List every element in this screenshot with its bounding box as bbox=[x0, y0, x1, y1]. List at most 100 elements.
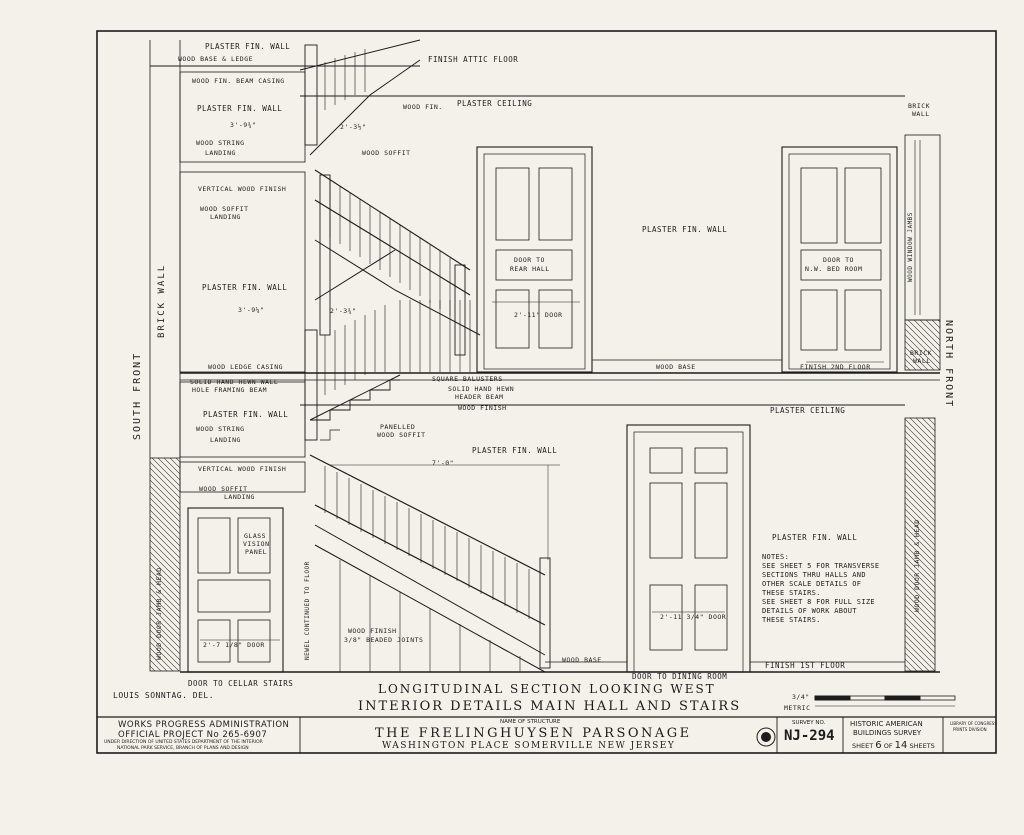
door-cellar-frame bbox=[187, 507, 284, 673]
vertical-wood-finish-label: VERTICAL WOOD FINISH bbox=[198, 185, 287, 193]
door-rear-hall-frame bbox=[476, 146, 593, 373]
plaster-wall-2-label: PLASTER FIN. WALL bbox=[197, 104, 283, 113]
structure-location: WASHINGTON PLACE SOMERVILLE NEW JERSEY bbox=[382, 741, 676, 751]
north-front-label: NORTH FRONT bbox=[943, 320, 954, 409]
vertical-wood-finish-low-label: VERTICAL WOOD FINISH bbox=[198, 465, 287, 473]
dim-door-cellar: 2'-7 1/8" DOOR bbox=[203, 641, 265, 649]
wpa-line-2: OFFICIAL PROJECT No 265-6907 bbox=[118, 730, 268, 740]
solid-hand-hewn-wall-label: SOLID HAND HEWN WALL bbox=[190, 378, 279, 386]
panel-label: PANEL bbox=[245, 548, 268, 556]
brick-wall-left-label: BRICK WALL bbox=[157, 263, 167, 338]
door-nw-label-1: DOOR TO bbox=[823, 256, 854, 264]
finish-attic-floor-label: FINISH ATTIC FLOOR bbox=[428, 55, 519, 64]
wood-base-upper-label: WOOD BASE bbox=[656, 363, 696, 371]
newel-continued-label: NEWEL CONTINUED TO FLOOR bbox=[304, 561, 311, 660]
section-title: LONGITUDINAL SECTION LOOKING WEST bbox=[378, 682, 716, 696]
notes-line: THESE STAIRS. bbox=[762, 589, 821, 597]
sheet-word: SHEET bbox=[852, 742, 874, 750]
panelled-label: PANELLED bbox=[380, 423, 416, 431]
brick-wall-top-1: BRICK bbox=[908, 102, 931, 110]
hole-framing-beam-label: HOLE FRAMING BEAM bbox=[192, 386, 268, 394]
name-of-structure-label: NAME OF STRUCTURE bbox=[500, 719, 561, 725]
wpa-line-1: WORKS PROGRESS ADMINISTRATION bbox=[118, 720, 290, 730]
metric-label: METRIC bbox=[784, 704, 811, 712]
wood-base-ledge-label: WOOD BASE & LEDGE bbox=[178, 55, 254, 63]
survey-no-label: SURVEY NO. bbox=[792, 720, 826, 726]
sheet-count: SHEET 6 OF 14 SHEETS bbox=[852, 740, 935, 751]
plaster-ceiling-top-label: PLASTER CEILING bbox=[457, 99, 533, 108]
wood-base-low-label: WOOD BASE bbox=[562, 656, 602, 664]
landing-2-label: LANDING bbox=[210, 213, 241, 221]
wood-soffit-label: WOOD SOFFIT bbox=[377, 431, 426, 439]
upper-plaster-wall-label: PLASTER FIN. WALL bbox=[205, 42, 291, 51]
wood-door-jamb-right-label: WOOD DOOR JAMB & HEAD bbox=[913, 519, 921, 612]
door-to-cellar-label: DOOR TO CELLAR STAIRS bbox=[188, 679, 294, 688]
wood-finish-low-label: WOOD FINISH bbox=[348, 627, 397, 635]
wood-ledge-casing-label: WOOD LEDGE CASING bbox=[208, 363, 284, 371]
dim-2-3-3-4: 2'-3¾" bbox=[330, 307, 357, 315]
wpa-line-4: NATIONAL PARK SERVICE, BRANCH OF PLANS A… bbox=[117, 746, 249, 751]
landing-top-label: LANDING bbox=[205, 149, 236, 157]
sheet-number: 6 bbox=[875, 740, 882, 751]
notes-line: SEE SHEET 8 FOR FULL SIZE bbox=[762, 598, 875, 606]
dim-door-dining: 2'-11 3/4" DOOR bbox=[660, 613, 727, 621]
south-front-label: SOUTH FRONT bbox=[132, 351, 143, 440]
door-to-dining-label: DOOR TO DINING ROOM bbox=[632, 672, 728, 681]
wood-string-label: WOOD STRING bbox=[196, 139, 245, 147]
dim-3-9-3-4: 3'-9¾" bbox=[230, 121, 257, 129]
dim-7-0: 7'-0" bbox=[432, 459, 455, 467]
structure-name: THE FRELINGHUYSEN PARSONAGE bbox=[375, 726, 692, 741]
plaster-wall-mid-label: PLASTER FIN. WALL bbox=[202, 283, 288, 292]
wood-finish-label: WOOD FINISH bbox=[458, 404, 507, 412]
habs-line-1: HISTORIC AMERICAN bbox=[850, 720, 923, 728]
notes-line: SEE SHEET 5 FOR TRANSVERSE bbox=[762, 562, 880, 570]
habs-line-2: BUILDINGS SURVEY bbox=[853, 729, 922, 737]
notes-line: NOTES: bbox=[762, 553, 790, 561]
wood-window-jambs-label: WOOD WINDOW JAMBS bbox=[907, 212, 914, 282]
plaster-wall-upper-right-label: PLASTER FIN. WALL bbox=[642, 225, 728, 234]
landing-3-label: LANDING bbox=[210, 436, 241, 444]
door-rear-hall-label-1: DOOR TO bbox=[514, 256, 545, 264]
door-dining-frame bbox=[626, 424, 751, 673]
loc-line-1: LIBRARY OF CONGRESS bbox=[950, 721, 997, 726]
vision-label: VISION bbox=[243, 540, 270, 548]
drafter-credit: LOUIS SONNTAG. DEL. bbox=[113, 691, 215, 700]
brick-wall-mid-1: BRICK bbox=[910, 349, 933, 357]
wood-soffit-top-label: WOOD SOFFIT bbox=[362, 149, 411, 157]
brick-wall-mid-2: WALL bbox=[913, 357, 931, 365]
scale-label: 3/4" bbox=[792, 693, 810, 701]
survey-number: NJ-294 bbox=[784, 728, 835, 744]
dim-2-3-1-2: 2'-3½" bbox=[340, 123, 367, 131]
door-rear-hall-label-2: REAR HALL bbox=[510, 265, 550, 273]
plaster-ceiling-label: PLASTER CEILING bbox=[770, 406, 846, 415]
dim-3-9-1-4: 3'-9¼" bbox=[238, 306, 265, 314]
door-nw-label-2: N.W. BED ROOM bbox=[805, 265, 863, 273]
header-beam-label: HEADER BEAM bbox=[455, 393, 504, 401]
right-brick-wall bbox=[904, 417, 936, 672]
wpa-line-3: UNDER DIRECTION OF UNITED STATES DEPARTM… bbox=[104, 740, 263, 745]
finish-2nd-floor-label: FINISH 2ND FLOOR bbox=[800, 363, 871, 371]
wood-string-2-label: WOOD STRING bbox=[196, 425, 245, 433]
solid-hand-hewn-label: SOLID HAND HEWN bbox=[448, 385, 515, 393]
dim-door-rear-hall: 2'-11" DOOR bbox=[514, 311, 563, 319]
left-brick-wall bbox=[149, 457, 181, 672]
landing-low-label: LANDING bbox=[224, 493, 255, 501]
sheet-title: INTERIOR DETAILS MAIN HALL AND STAIRS bbox=[358, 699, 742, 714]
beaded-joints-label: 3/8" BEADED JOINTS bbox=[344, 636, 424, 644]
wood-fin-label: WOOD FIN. bbox=[403, 103, 443, 111]
sheet-border bbox=[96, 30, 997, 754]
wood-door-jamb-left-label: WOOD DOOR JAMB & HEAD bbox=[155, 567, 163, 660]
wood-soffit-landing-label: WOOD SOFFIT bbox=[200, 205, 249, 213]
notes-line: SECTIONS THRU HALLS AND bbox=[762, 571, 866, 579]
notes-line: OTHER SCALE DETAILS OF bbox=[762, 580, 862, 588]
of-word: OF bbox=[883, 742, 893, 750]
plaster-wall-center-label: PLASTER FIN. WALL bbox=[472, 446, 558, 455]
scale-bar bbox=[814, 695, 956, 707]
sheets-word: SHEETS bbox=[909, 742, 935, 750]
plaster-wall-low-label: PLASTER FIN. WALL bbox=[203, 410, 289, 419]
wood-soffit-low-label: WOOD SOFFIT bbox=[199, 485, 248, 493]
habs-seal-icon bbox=[756, 727, 776, 747]
brick-wall-top-2: WALL bbox=[912, 110, 930, 118]
glass-label: GLASS bbox=[244, 532, 267, 540]
